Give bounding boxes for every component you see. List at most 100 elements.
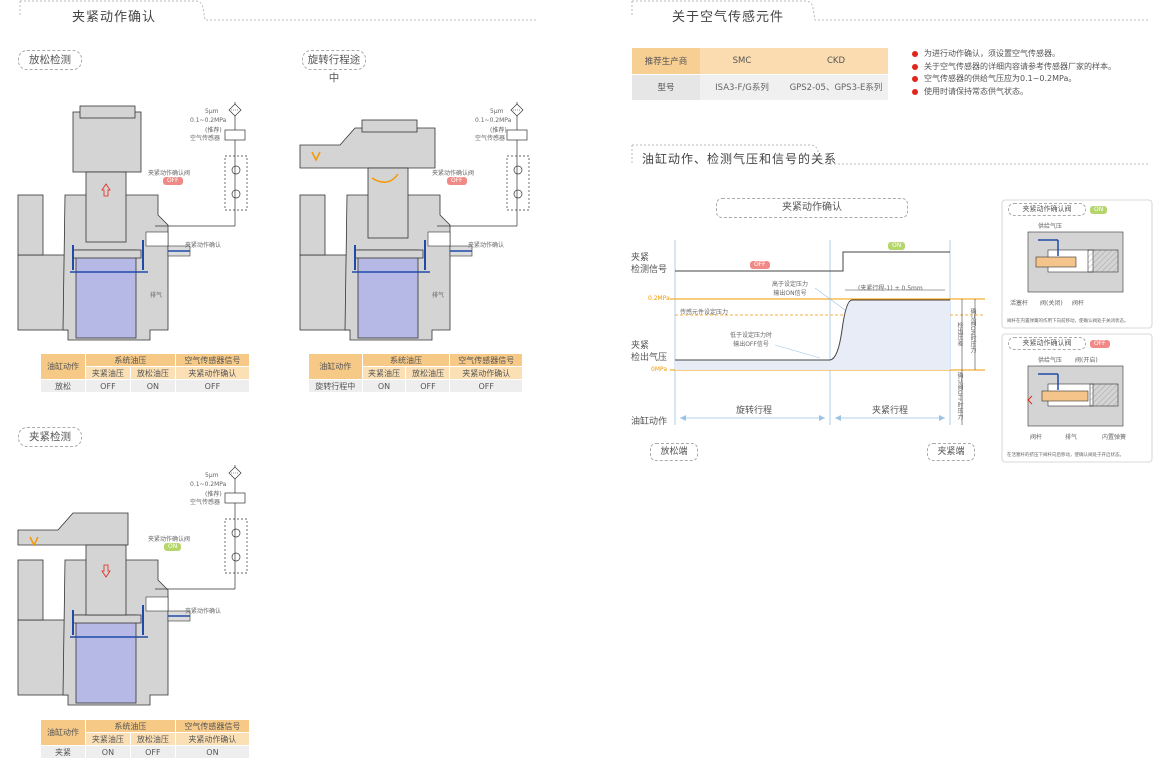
th-release: 放松油压 [129, 732, 176, 746]
cylinder-action-label: 油缸动作 [631, 417, 668, 427]
cell-signal: OFF [174, 379, 251, 393]
confirm-line-label: 夹紧动作确认 [185, 608, 222, 615]
release-end-label: 放松端 [650, 443, 698, 461]
th-system: 系统油压 [361, 353, 451, 367]
sensor-label: 空气传感器 [190, 499, 221, 506]
th-signal: 空气传感器信号 [174, 353, 251, 367]
th-action: 油缸动作 [40, 353, 86, 380]
confirm-valve-label: 夹紧动作确认阀 [148, 170, 191, 177]
valve-on-title: 夹紧动作确认阀 [1008, 203, 1086, 216]
clamp-detect-label: 夹紧检测 [18, 427, 82, 447]
filter-label: 5μm [490, 108, 504, 115]
note-item: 为进行动作确认，须设置空气传感器。 [910, 48, 1116, 61]
rotating-label: 旋转行程途中 [302, 50, 366, 84]
cell-action: 旋转行程中 [308, 379, 363, 393]
th-action: 油缸动作 [40, 719, 86, 746]
th-release: 放松油压 [405, 366, 451, 380]
detect-diff-label: 检出压差 [956, 322, 963, 346]
state-off-badge: OFF [163, 177, 183, 185]
th-signal: 空气传感器信号 [174, 719, 251, 733]
th-release: 放松油压 [129, 366, 176, 380]
spring-label: 内置弹簧 [1102, 434, 1127, 441]
valve-off-title: 夹紧动作确认阀 [1008, 337, 1086, 350]
recommended-label: (推荐) [205, 127, 222, 134]
valve-closed-label: 阀(关闭) [1040, 300, 1063, 307]
confirm-line-label: 夹紧动作确认 [468, 242, 505, 249]
cell-release: ON [129, 379, 176, 393]
supply-label: 供给气压 [1038, 223, 1063, 230]
relation-chart [670, 240, 985, 425]
cell-release: OFF [405, 379, 451, 393]
filter-label: 5μm [205, 472, 219, 479]
below-setting-note: 低于设定压力时输出OFF信号 [730, 332, 773, 348]
recommended-label: (推荐) [205, 491, 222, 498]
model-label: 型号 [632, 74, 700, 101]
cell-action: 放松 [40, 379, 86, 393]
sensor-label: 空气传感器 [190, 135, 221, 142]
supply-label: 供给气压 [1038, 357, 1063, 364]
exhaust-label: 排气 [432, 292, 445, 299]
th-system: 系统油压 [84, 353, 176, 367]
rod-label: 阀杆 [1072, 300, 1085, 307]
relation-section-title: 油缸动作、检测气压和信号的关系 [642, 152, 838, 166]
state-on-badge: ON [164, 543, 182, 551]
sensor-setting-label: 传感元件设定压力 [680, 309, 729, 316]
chart-title: 夹紧动作确认 [716, 198, 908, 218]
cell-clamp: OFF [84, 379, 131, 393]
off-pressure-label: 确认阀OFF时压力 [956, 372, 963, 420]
valve-on-caption: 阀杆在内置弹簧的作用下向前移动，使确认阀处于关闭状态。 [1007, 319, 1129, 324]
sensor-section-title: 关于空气传感元件 [672, 10, 785, 25]
th-confirm: 夹紧动作确认 [449, 366, 523, 380]
note-item: 关于空气传感器的详细内容请参考传感器厂家的样本。 [910, 61, 1116, 74]
cell-signal: ON [174, 745, 251, 759]
clamp-end-label: 夹紧端 [927, 443, 975, 461]
pressure-axis-label: 夹紧检出气压 [631, 341, 668, 363]
cell-release: OFF [129, 745, 176, 759]
exhaust-label: 排气 [150, 292, 163, 299]
th-action: 油缸动作 [308, 353, 363, 380]
clamp-state-table: 油缸动作 系统油压 空气传感器信号 夹紧油压 放松油压 夹紧动作确认 夹紧 ON… [40, 719, 251, 759]
th-clamp: 夹紧油压 [84, 366, 131, 380]
exhaust-label: 排气 [1065, 434, 1078, 441]
cell-action: 夹紧 [40, 745, 86, 759]
confirm-valve-label: 夹紧动作确认阀 [148, 536, 191, 543]
signal-axis-label: 夹紧检测信号 [631, 253, 668, 275]
note-item: 使用时请保持常态供气状态。 [910, 86, 1116, 99]
filter-label: 5μm [205, 108, 219, 115]
ckd-model: GPS2-05、GPS3-E系列 [784, 74, 888, 101]
valve-off-badge: OFF [1090, 340, 1110, 348]
sensor-notes: 为进行动作确认，须设置空气传感器。 关于空气传感器的详细内容请参考传感器厂家的样… [910, 48, 1116, 98]
recommended-label: (推荐) [490, 127, 507, 134]
stroke-note: (夹紧行程-1) ± 0.5mm [858, 285, 923, 292]
th-confirm: 夹紧动作确认 [174, 366, 251, 380]
confirm-valve-label: 夹紧动作确认阀 [432, 170, 475, 177]
rotating-state-table: 油缸动作 系统油压 空气传感器信号 夹紧油压 放松油压 夹紧动作确认 旋转行程中… [308, 353, 523, 393]
cell-clamp: ON [361, 379, 407, 393]
th-confirm: 夹紧动作确认 [174, 732, 251, 746]
chart-on-badge: ON [888, 242, 906, 250]
valve-open-label: 阀(开启) [1075, 357, 1098, 364]
smc-model: ISA3-F/G系列 [700, 74, 784, 101]
release-detect-label: 放松检测 [18, 50, 82, 70]
th-system: 系统油压 [84, 719, 176, 733]
state-off-badge: OFF [447, 177, 467, 185]
cell-signal: OFF [449, 379, 523, 393]
smc-header: SMC [700, 48, 784, 75]
th-clamp: 夹紧油压 [84, 732, 131, 746]
rod-label: 阀杆 [1030, 434, 1043, 441]
valve-off-caption: 在活塞杆的挤压下阀杆向后移动，使确认阀处于开启状态。 [1007, 453, 1124, 458]
th-signal: 空气传感器信号 [449, 353, 523, 367]
sensor-maker-table: 推荐生产商 SMC CKD 型号 ISA3-F/G系列 GPS2-05、GPS3… [632, 48, 888, 101]
p0-label: 0MPa [651, 366, 668, 373]
rotate-stroke-label: 旋转行程 [736, 406, 773, 416]
pressure-label: 0.1~0.2MPa [190, 117, 227, 124]
on-pressure-label: 确认阀ON时压力 [969, 308, 976, 354]
note-item: 空气传感器的供给气压应为0.1~0.2MPa。 [910, 73, 1116, 86]
sensor-label: 空气传感器 [475, 135, 506, 142]
left-section-title: 夹紧动作确认 [72, 10, 157, 25]
chart-off-badge: OFF [750, 261, 770, 269]
pressure-label: 0.1~0.2MPa [475, 117, 512, 124]
pressure-label: 0.1~0.2MPa [190, 481, 227, 488]
maker-header: 推荐生产商 [632, 48, 700, 75]
